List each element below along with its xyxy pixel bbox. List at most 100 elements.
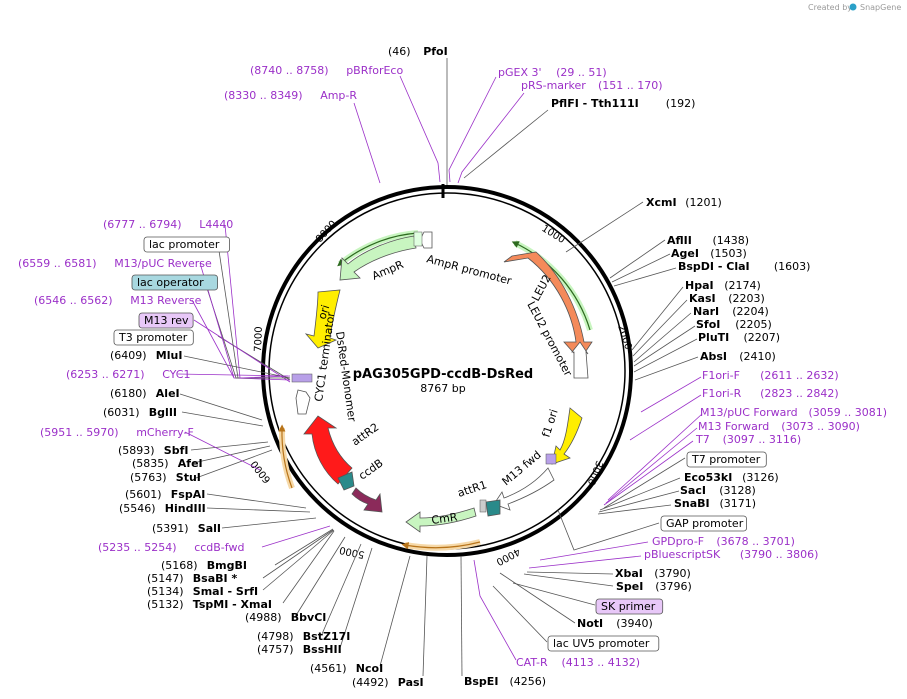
label-m13rev: M13 rev	[138, 312, 194, 329]
label-pos-m13fwd: (3073 .. 3090)	[781, 420, 860, 433]
label-bsshii: (4757) BssHII	[257, 643, 342, 656]
label-name-sfoi: SfoI	[696, 318, 720, 331]
label-t7: T7 (3097 .. 3116)	[695, 433, 801, 446]
label-pos-absi: (2410)	[739, 350, 776, 363]
label-box-lacop	[131, 274, 218, 291]
label-name-bbvci: BbvCI	[291, 611, 327, 624]
tick-7000: 7000	[253, 326, 265, 352]
label-nari: NarI(2204)	[693, 305, 769, 318]
label-name-m13reverse: M13 Reverse	[130, 294, 201, 307]
lac-region-marker	[291, 373, 313, 383]
label-pluti: PluTI(2207)	[698, 331, 780, 344]
ampr-promoter-stripe	[413, 231, 423, 247]
snapgene-logo-icon	[849, 3, 857, 11]
label-name-eco53ki: Eco53kI	[684, 471, 732, 484]
label-name-bsshii: BssHII	[303, 643, 342, 656]
label-text-gapprom: GAP promoter	[666, 517, 744, 530]
label-name-xbai: XbaI	[615, 567, 643, 580]
label-bglii: (6031)BglII	[103, 406, 177, 419]
label-pos-pbrforeco: (8740 .. 8758)	[250, 64, 329, 77]
label-name-bstz17i: BstZ17I	[303, 630, 351, 643]
label-pos-tspmi: (5132)	[147, 598, 184, 611]
label-bmgbi: (5168)BmgBI	[161, 559, 247, 572]
label-pos-m13reverse: (6546 .. 6562)	[34, 294, 113, 307]
label-name-hpai: HpaI	[685, 279, 714, 292]
backbone-outer	[261, 185, 633, 557]
f1ori-stripe	[545, 453, 557, 465]
label-sfoi: SfoI (2205)	[696, 318, 772, 331]
label-prsmarker: pRS-marker(151 .. 170)	[521, 79, 663, 92]
label-pos-ncoi: (4561)	[310, 662, 347, 675]
plasmid-size: 8767 bp	[420, 382, 465, 395]
label-pos-bsshii: (4757)	[257, 643, 294, 656]
label-name-pfoi: PfoI	[423, 45, 448, 58]
label-box-m13rev	[138, 312, 194, 329]
label-cyc1: (6253 .. 6271)CYC1	[66, 368, 190, 381]
feature-label-leu2: LEU2	[529, 272, 554, 303]
label-bspdi: BspDI - ClaI(1603)	[678, 260, 810, 273]
label-pos-spei: (3796)	[655, 580, 692, 593]
leu2-promoter-arrow	[571, 341, 589, 379]
label-skprimer: SK primer	[595, 598, 664, 615]
label-pos-nari: (2204)	[732, 305, 769, 318]
label-pos-pasi: (4492)	[352, 676, 389, 689]
label-pos-bsabi: (5147)	[147, 572, 184, 585]
feature-label-ampr-promoter: AmpR promoter	[425, 252, 513, 287]
ori-arrow	[304, 289, 341, 349]
label-pbluescriptsk: pBluescriptSK(3790 .. 3806)	[644, 548, 818, 561]
label-pos-smai: (5134)	[147, 585, 184, 598]
label-mcherryf: (5951 .. 5970)mCherry-F	[40, 426, 194, 439]
label-lacprom: lac promoter	[143, 236, 230, 253]
label-pos-m13pucfwd: (3059 .. 3081)	[809, 406, 888, 419]
ccdb-arrow	[351, 487, 383, 513]
label-pos-noti: (3940)	[616, 617, 653, 630]
label-pos-stui: (5763)	[130, 471, 167, 484]
label-pos-snabi: (3171)	[720, 497, 757, 510]
label-pos-bbvci: (4988)	[245, 611, 282, 624]
label-name-agei: AgeI	[671, 247, 699, 260]
feature-label-attr2: attR2	[349, 421, 381, 449]
label-pos-xbai: (3790)	[654, 567, 691, 580]
label-name-hindiii: HindIII	[165, 502, 206, 515]
label-fspai: (5601)FspAI	[125, 488, 205, 501]
label-name-absi: AbsI	[700, 350, 727, 363]
label-name-pbrforeco: pBRforEco	[346, 64, 403, 77]
label-name-bsabi: BsaBI *	[193, 572, 238, 585]
label-pos-saci: (3128)	[719, 484, 756, 497]
tick-3000: 3000	[585, 459, 605, 487]
label-gpdprof: GPDpro-F(3678 .. 3701)	[652, 535, 795, 548]
cmr-primer-arc	[401, 541, 481, 550]
label-name-alei: AleI	[156, 387, 180, 400]
label-name-ampr-primer: Amp-R	[320, 89, 357, 102]
label-xcmi: XcmI(1201)	[646, 196, 722, 209]
label-pos-prsmarker: (151 .. 170)	[598, 79, 663, 92]
label-pos-kasi: (2203)	[728, 292, 765, 305]
label-bstz17i: (4798)BstZ17I	[257, 630, 350, 643]
label-pos-eco53ki: (3126)	[742, 471, 779, 484]
label-pos-t7: (3097 .. 3116)	[723, 433, 802, 446]
label-absi: AbsI (2410)	[700, 350, 776, 363]
feature-label-f1-ori: f1 ori	[539, 408, 560, 439]
label-pos-xcmi: (1201)	[685, 196, 722, 209]
f1-ori-arrow	[551, 407, 583, 465]
label-afei: (5835)AfeI	[132, 457, 203, 470]
label-m13pucrev: (6559 .. 6581)M13/pUC Reverse	[18, 257, 212, 270]
label-pos-pbluescriptsk: (3790 .. 3806)	[740, 548, 819, 561]
label-pfoi: (46)PfoI	[388, 45, 448, 58]
label-stui: (5763)StuI	[130, 471, 201, 484]
label-noti: NotI(3940)	[577, 617, 653, 630]
dsred-primer-arc	[278, 424, 293, 489]
label-name-t7: T7	[695, 433, 710, 446]
label-f1orif: F1ori-F(2611 .. 2632)	[702, 369, 839, 382]
label-pos-cyc1: (6253 .. 6271)	[66, 368, 145, 381]
ampr-arrow	[339, 235, 417, 281]
label-eco53ki: Eco53kI (3126)	[684, 471, 779, 484]
label-lacop: lac operator	[131, 274, 218, 291]
label-pos-bspdi: (1603)	[774, 260, 811, 273]
label-name-spei: SpeI	[616, 580, 643, 593]
label-pos-pgex3: (29 .. 51)	[556, 66, 607, 79]
label-ccdbfwd: (5235 .. 5254)ccdB-fwd	[98, 541, 244, 554]
label-name-pflfi: PflFI - Tth111I	[551, 97, 639, 110]
label-pos-sfoi: (2205)	[735, 318, 772, 331]
label-pflfi: PflFI - Tth111I(192)	[551, 97, 695, 110]
